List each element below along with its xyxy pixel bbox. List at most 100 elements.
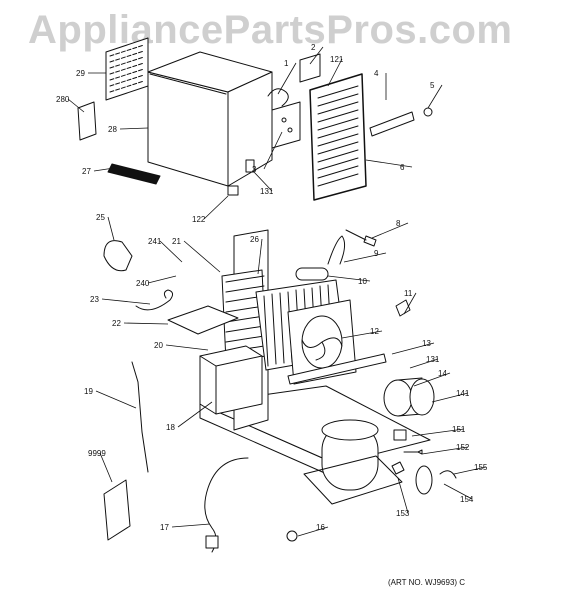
control-panel-part [369,111,415,137]
leader-line [107,216,115,241]
leader-line [403,292,417,315]
leader-line [203,195,229,220]
part-callout: 22 [112,319,121,328]
part-callout: 4 [374,69,379,78]
base-pan-part [199,345,263,415]
part-callout: 17 [160,523,169,532]
terminal-part [403,449,423,455]
part-callout: 9 [374,249,379,258]
leader-line [123,322,169,325]
part-callout: 18 [166,423,175,432]
thermostat-bulb-part [345,229,377,247]
leader-line [253,171,273,192]
grommet-part [286,530,298,542]
leader-line [147,275,177,284]
leader-line [297,526,329,537]
leader-line [343,252,387,263]
spring-clip-part [327,235,346,265]
leader-line [453,466,487,475]
leader-line [99,452,113,483]
leader-line [431,392,469,403]
leader-line [327,58,343,87]
leader-line [371,222,409,239]
leader-line [183,240,221,273]
leader-line [277,62,297,95]
part-callout: 10 [358,277,367,286]
evaporator-coil-part [221,269,267,363]
part-callout: 152 [456,443,470,452]
part-callout: 153 [396,509,410,518]
part-callout: 131 [426,355,440,364]
front-grille-part [309,73,367,201]
leader-line [257,238,263,275]
part-callout: 154 [460,495,474,504]
leader-line [159,240,183,263]
part-callout: 25 [96,213,105,222]
part-callout: 2 [311,43,316,52]
manual-sheet-part [77,101,97,141]
cover-part [415,465,433,495]
part-callout: 141 [456,389,470,398]
part-callout: 151 [452,425,466,434]
leader-line [93,167,115,172]
leader-line [177,401,213,428]
side-grille-part [105,37,149,101]
part-callout: 11 [404,289,413,298]
capillary-tube-part [131,361,149,473]
part-callout: 23 [90,295,99,304]
spring-part [439,470,457,479]
part-callout: 241 [148,237,162,246]
part-callout: 26 [250,235,259,244]
part-callout: 21 [172,237,181,246]
leader-line [391,342,435,355]
leader-line [413,372,451,387]
leader-line [101,298,151,305]
plug-part [205,535,219,549]
roll-part [295,267,329,281]
overload-part [391,461,405,475]
leader-line [341,330,383,339]
clip-part [395,299,411,317]
bracket-part [103,240,133,272]
relay-part [393,429,407,441]
part-callout: 121 [330,55,344,64]
part-callout: 9999 [88,449,106,458]
part-callout: 122 [192,215,206,224]
leader-line [95,390,137,409]
leader-line [365,159,413,168]
leader-line [263,131,283,170]
leader-line [309,46,324,65]
part-callout: 155 [474,463,488,472]
part-callout: 6 [400,163,405,172]
part-callout: 13 [422,339,431,348]
fan-motor-part [383,377,435,417]
knob-part [423,107,433,117]
motor-bracket-part [287,353,387,385]
part-callout: 12 [370,327,379,336]
part-callout: 14 [438,369,447,378]
part-callout: 3 [252,165,257,174]
leader-line [397,477,409,514]
part-callout: 27 [82,167,91,176]
control-components [227,53,321,196]
leader-line [427,84,443,109]
part-callout: 280 [56,95,70,104]
part-callout: 20 [154,341,163,350]
part-callout: 8 [396,219,401,228]
drain-hose-part [135,289,174,311]
leader-line [165,344,209,351]
leader-line [411,428,465,437]
part-callout: 28 [108,125,117,134]
leader-line [443,483,473,500]
part-callout: 5 [430,81,435,90]
literature-part [103,479,131,541]
part-callout: 19 [84,387,93,396]
part-callout: 131 [260,187,274,196]
art-number: (ART NO. WJ9693) C [388,578,466,587]
leader-line [409,358,439,369]
compressor-part [303,419,403,505]
filter-strip-part [107,163,161,185]
leader-line [171,523,211,528]
